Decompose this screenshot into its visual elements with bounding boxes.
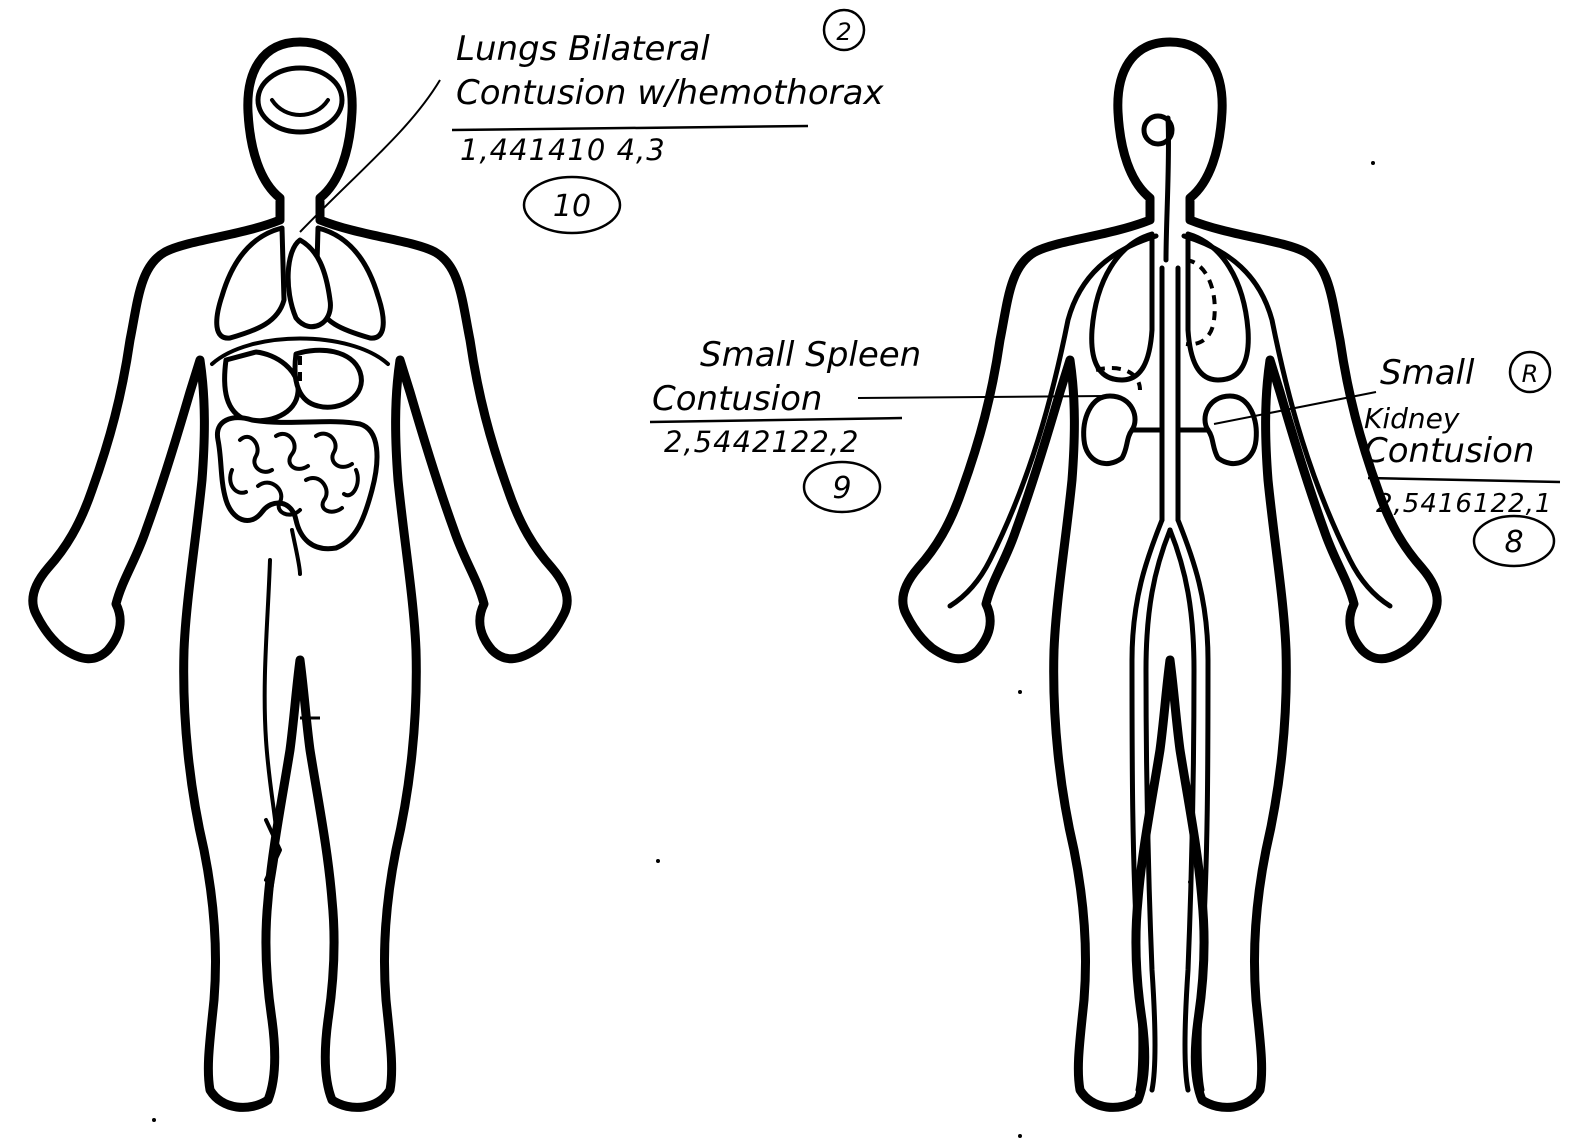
- kidney-label-line3: Contusion: [1364, 431, 1534, 471]
- lungs-code: 1,441410 4,3: [460, 133, 666, 167]
- kidney-label-line1: Small: [1380, 353, 1475, 393]
- lungs-rule: [452, 126, 808, 130]
- lungs-score: 10: [553, 189, 591, 224]
- right-body-figure: [903, 42, 1437, 1107]
- spleen-label-line2: Contusion: [652, 379, 822, 419]
- lungs-mark: 2: [836, 18, 851, 46]
- spleen-leader-line: [858, 396, 1104, 398]
- kidney-score: 8: [1504, 525, 1523, 560]
- kidney-rule: [1368, 478, 1560, 482]
- spleen-code: 2,5442122,2: [664, 425, 860, 459]
- spleen-label-line1: Small Spleen: [700, 335, 921, 375]
- trachea: [1166, 118, 1169, 260]
- left-body-figure: [33, 42, 567, 1107]
- lungs-label-line1: Lungs Bilateral: [456, 29, 710, 69]
- stomach: [295, 350, 361, 407]
- kidney-code: 2,5416122,1: [1376, 489, 1552, 519]
- spleen-score: 9: [832, 471, 851, 506]
- lungs-label-line2: Contusion w/hemothorax: [456, 73, 884, 113]
- kidney-mark: R: [1522, 360, 1539, 388]
- lungs-annotation: Lungs Bilateral 2 Contusion w/hemothorax…: [300, 10, 884, 233]
